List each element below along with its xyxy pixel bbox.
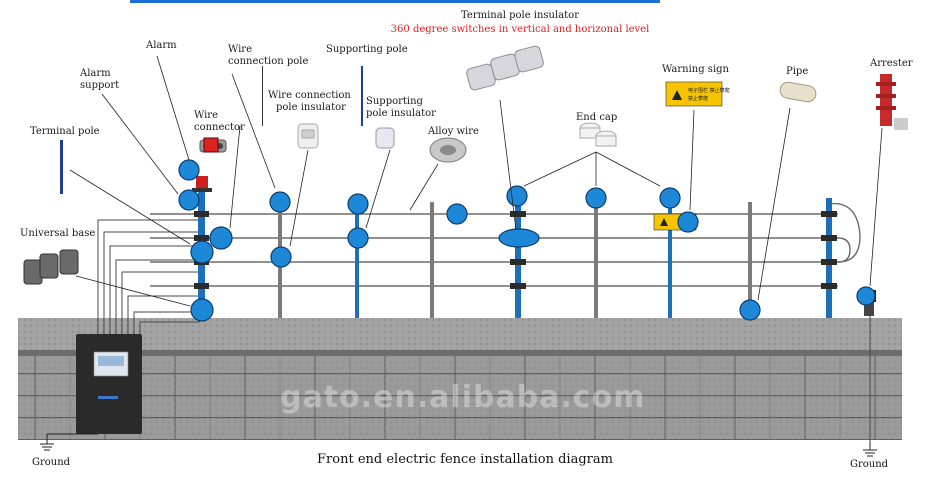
ground-label-right: Ground bbox=[850, 459, 889, 470]
wire-connection-pole-insulator-image bbox=[297, 123, 319, 149]
wire-connection-pole-label-line2: connection pole bbox=[228, 56, 309, 67]
top-accent-bar bbox=[130, 0, 660, 3]
alarm-device bbox=[192, 176, 212, 192]
wire-connector-label-line2: connector bbox=[194, 122, 245, 133]
fence-wires bbox=[150, 202, 861, 287]
alloy-wire-label: Alloy wire bbox=[428, 126, 479, 137]
highlight-circles bbox=[178, 159, 876, 322]
terminal-pole-insulator-image bbox=[466, 45, 544, 91]
controller-box bbox=[76, 334, 142, 434]
wire-connection-pole-graphic bbox=[262, 66, 263, 126]
terminal-pole-graphic bbox=[60, 140, 63, 194]
wire-connection-pole-label-line1: Wire bbox=[228, 44, 252, 55]
supporting-pole-label: Supporting pole bbox=[326, 44, 408, 55]
diagram-caption: Front end electric fence installation di… bbox=[317, 452, 613, 467]
terminal-pole-middle bbox=[515, 196, 521, 318]
supporting-pole-insulator-label-line1: Supporting bbox=[366, 96, 423, 107]
supporting-pole-graphic bbox=[361, 66, 363, 126]
warning-sign-label: Warning sign bbox=[662, 64, 729, 75]
switch-note: 360 degree switches in vertical and hori… bbox=[390, 24, 650, 35]
end-cap-image bbox=[579, 122, 617, 147]
alarm-label: Alarm bbox=[146, 40, 177, 51]
supporting-pole-insulator-image bbox=[375, 127, 395, 149]
wire-connector-label-line1: Wire bbox=[194, 110, 218, 121]
fence-poles bbox=[198, 190, 832, 318]
warning-sign-image: 电子围栏 禁止攀爬 禁止攀爬 bbox=[665, 81, 730, 107]
alarm-support-label-line2: support bbox=[80, 80, 120, 91]
universal-base-label: Universal base bbox=[20, 228, 96, 239]
arrester-label: Arrester bbox=[870, 58, 913, 69]
terminal-pole-right bbox=[826, 198, 832, 318]
leader-lines bbox=[69, 55, 883, 307]
component-images: 电子围栏 禁止攀爬 禁止攀爬 bbox=[23, 45, 908, 285]
pipe-image bbox=[779, 81, 817, 103]
supporting-pole bbox=[355, 202, 359, 318]
wire-connection-pole-insulator-label-line2: pole insulator bbox=[276, 102, 346, 113]
end-cap-label: End cap bbox=[576, 112, 618, 123]
arrester-image bbox=[876, 74, 908, 130]
watermark: gato.en.alibaba.com bbox=[280, 380, 646, 415]
universal-base-image bbox=[23, 249, 79, 285]
sign-text: 电子围栏 禁止攀爬 bbox=[688, 87, 730, 94]
pipe-label: Pipe bbox=[786, 66, 809, 77]
alarm-support-label-line1: Alarm bbox=[80, 68, 111, 79]
supporting-pole-insulator-label-line2: pole insulator bbox=[366, 108, 436, 119]
ground-symbol-left bbox=[40, 433, 98, 451]
terminal-pole-insulator-label: Terminal pole insulator bbox=[461, 10, 579, 21]
alarm-image bbox=[203, 137, 219, 153]
wire-connection-pole-insulator-label-line1: Wire connection bbox=[268, 90, 351, 101]
alloy-wire-image bbox=[429, 137, 467, 163]
terminal-pole-label: Terminal pole bbox=[30, 126, 100, 137]
svg-text:禁止攀爬: 禁止攀爬 bbox=[688, 95, 708, 102]
ground-symbol-right bbox=[863, 442, 877, 457]
stone-wall bbox=[18, 318, 902, 440]
ground-label-left: Ground bbox=[32, 457, 71, 468]
